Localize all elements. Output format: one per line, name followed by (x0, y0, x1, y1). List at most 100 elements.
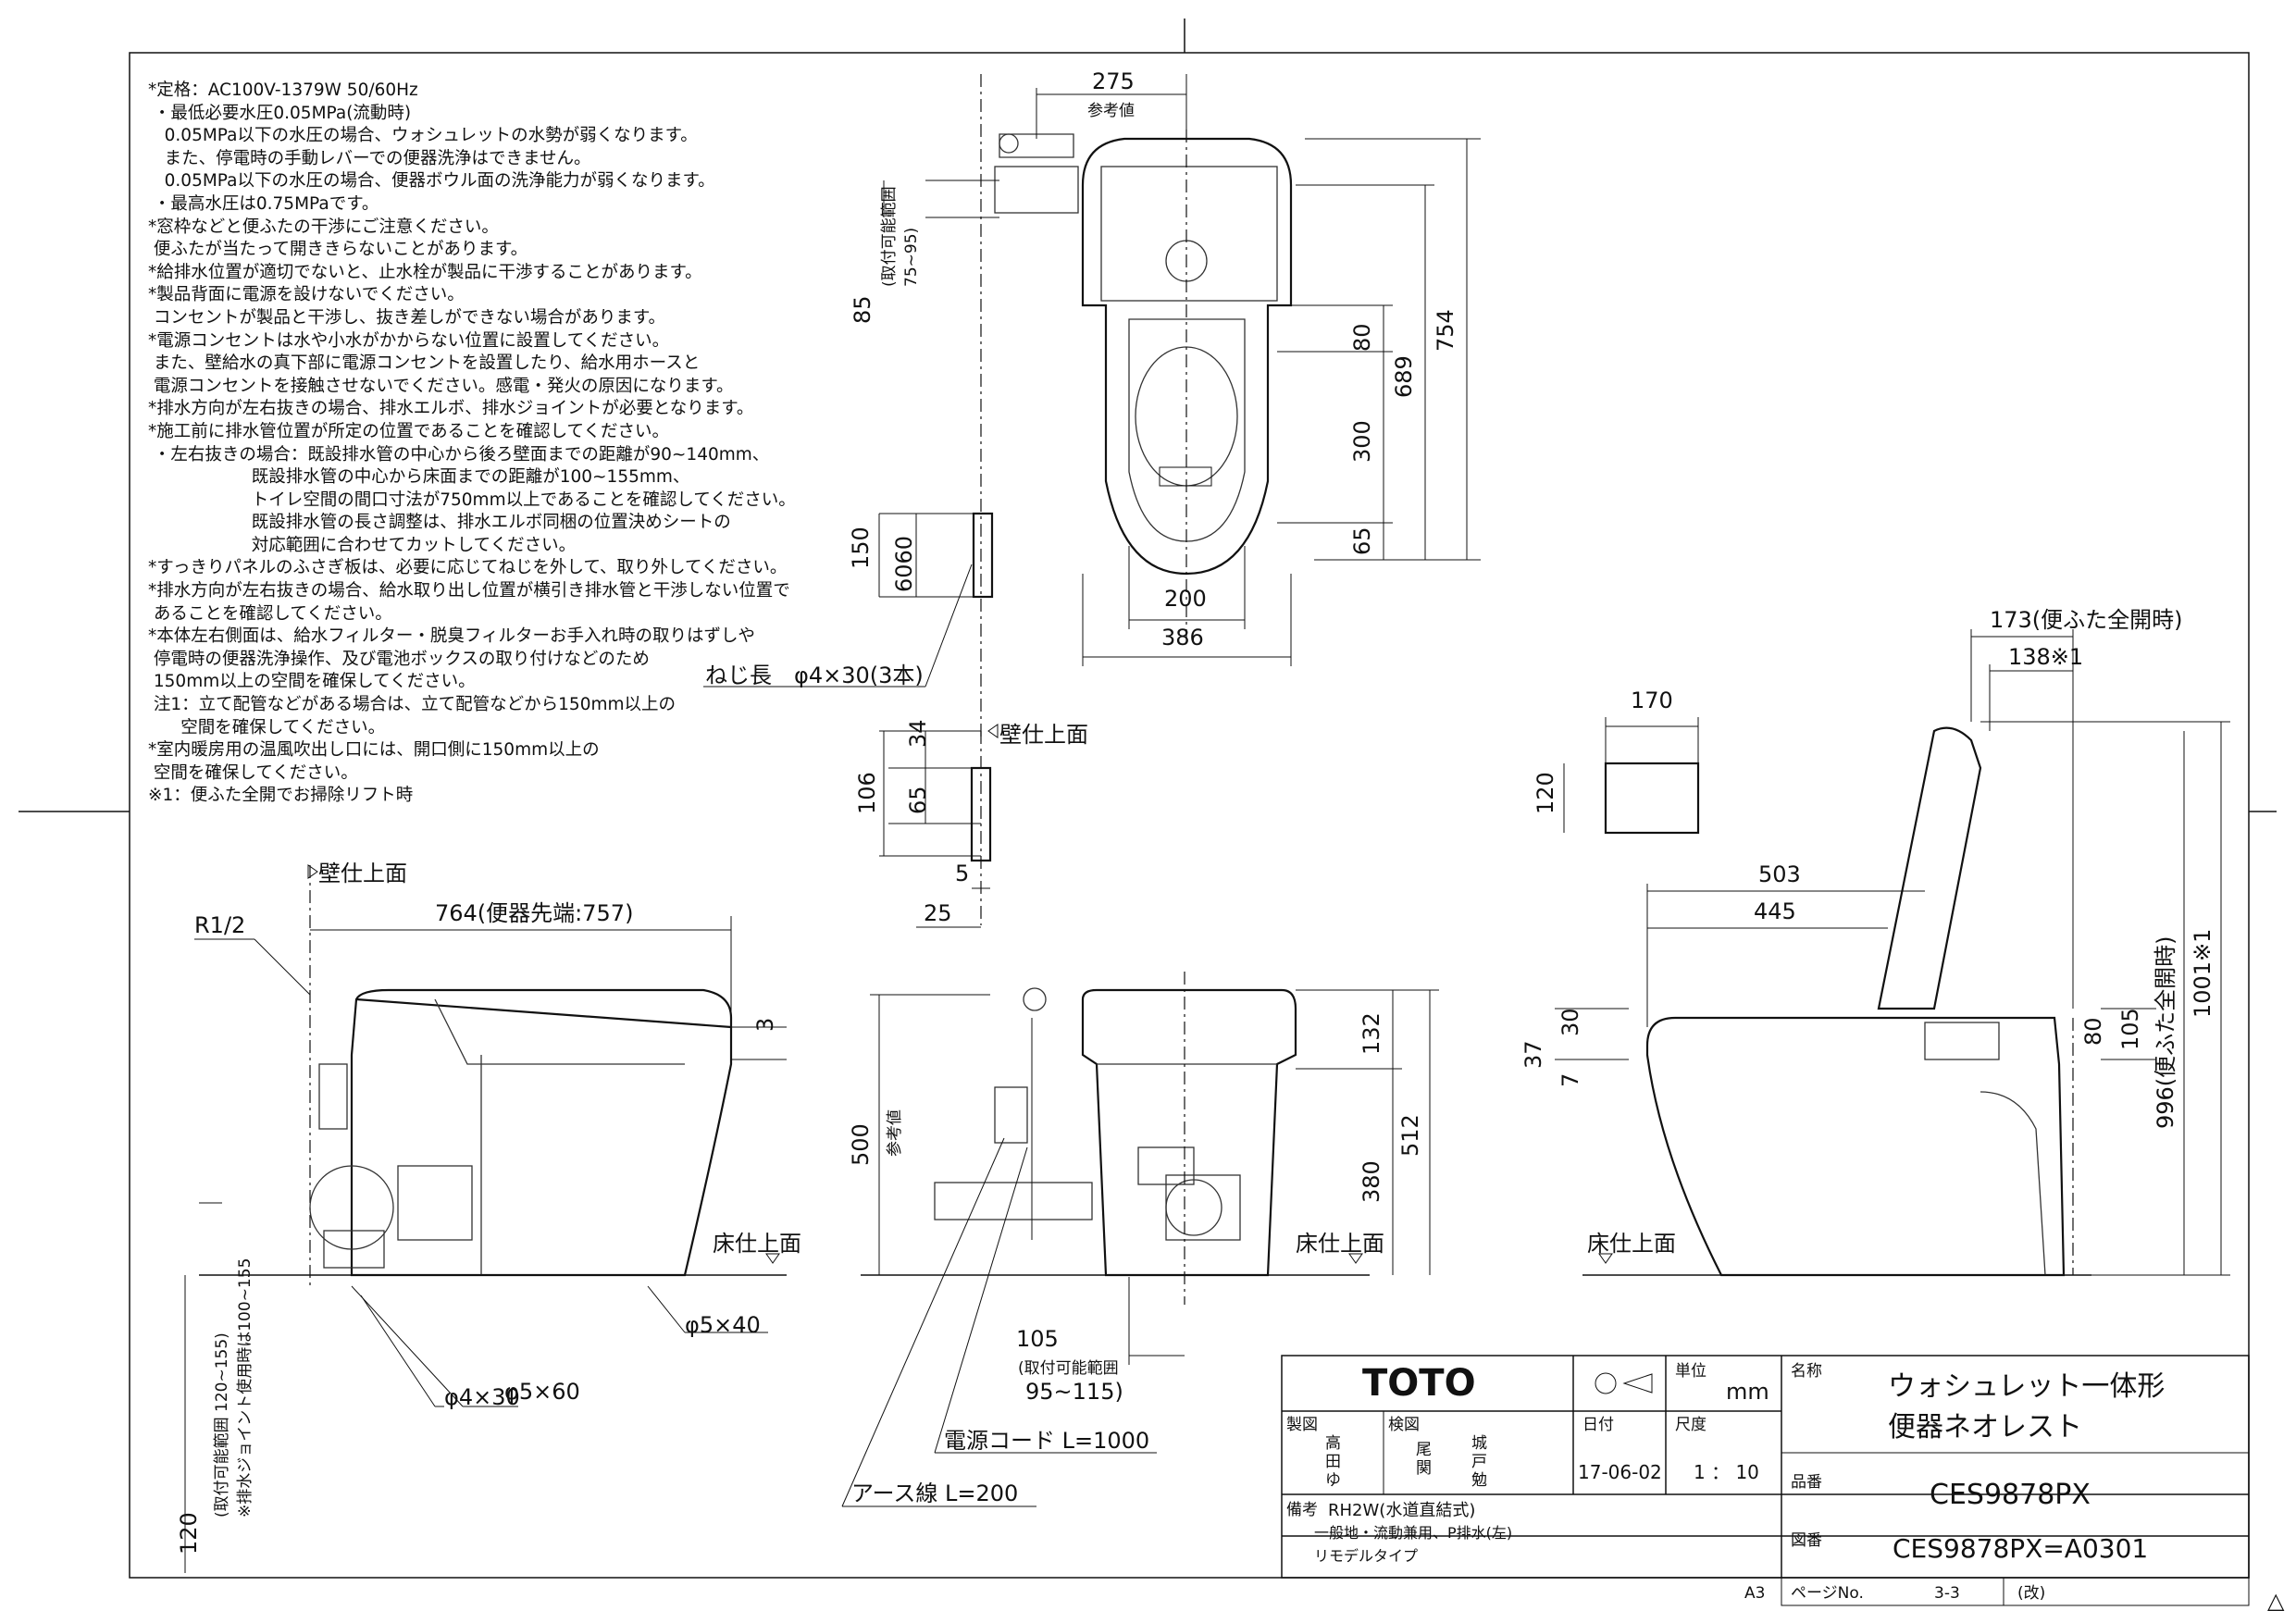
product-name-line1: ウォシュレット一体形 (1888, 1370, 2165, 1403)
dim-503: 503 (1758, 861, 1801, 887)
revision-label: (改) (2017, 1584, 2045, 1603)
dim-range-75-95-b: 75~95) (902, 228, 921, 287)
part-label: 品番 (1791, 1473, 1822, 1492)
floor-finish-label-3: 床仕上面 (1587, 1231, 1676, 1257)
note-line: 0.05MPa以下の水圧の場合、ウォシュレットの水勢が弱くなります。 (148, 126, 698, 146)
dim-5: 5 (955, 861, 969, 886)
note-line: *室内暖房用の温風吹出し口には、開口側に150mm以上の (148, 740, 600, 761)
note-line: 既設排水管の中心から床面までの距離が100~155mm、 (148, 467, 690, 488)
checked-name-3: 城 (1471, 1434, 1487, 1453)
date-label: 日付 (1582, 1416, 1614, 1434)
scale-value: 1 ： 10 (1694, 1461, 1759, 1483)
screw-length: ねじ長 φ4×30(3本) (705, 663, 924, 688)
dim-500: 500 (848, 1123, 874, 1166)
drain-joint-note: ※排水ジョイント使用時は100~155 (235, 1258, 254, 1518)
dim-30: 30 (1558, 1008, 1583, 1036)
dim-689: 689 (1391, 355, 1417, 398)
checked-name-4: 戸 (1471, 1453, 1487, 1471)
note-line: 150mm以上の空間を確保してください。 (148, 672, 476, 692)
dim-range-120: (取付可能範囲 120~155) (213, 1332, 231, 1518)
floor-finish-label-1: 床仕上面 (713, 1231, 801, 1257)
dim-7: 7 (1558, 1073, 1583, 1087)
dim-106: 106 (854, 772, 880, 814)
dim-386: 386 (1161, 625, 1204, 650)
dim-120: 120 (176, 1512, 202, 1555)
dim-34: 34 (905, 719, 931, 748)
remark-3: リモデルタイプ (1314, 1547, 1418, 1565)
note-line: *給排水位置が適切でないと、止水栓が製品に干渉することがあります。 (148, 262, 702, 282)
note-line: ※1：便ふた全開でお掃除リフト時 (148, 786, 414, 806)
note-line: また、停電時の手動レバーでの便器洗浄はできません。 (148, 148, 591, 168)
screw-5x40: φ5×40 (685, 1312, 761, 1338)
screw-5x60: φ5×60 (504, 1379, 580, 1405)
drawn-name-3: ゆ (1325, 1471, 1341, 1490)
note-line: *電源コンセントは水や小水がかからない位置に設置してください。 (148, 330, 670, 351)
dim-996: 996(便ふた全開時) (2153, 935, 2178, 1129)
note-line: *施工前に排水管位置が所定の位置であることを確認してください。 (148, 421, 669, 441)
dim-105: 105 (1016, 1326, 1059, 1352)
remote-control (1604, 762, 1700, 835)
page-number: 3-3 (1934, 1584, 1960, 1603)
earth-wire-label: アース線 L=200 (851, 1481, 1018, 1506)
note-line: あることを確認してください。 (148, 603, 392, 624)
note-line: ・最高水圧は0.75MPaです。 (148, 193, 379, 214)
dim-1001: 1001※1 (2190, 929, 2215, 1018)
checked-name-1: 尾 (1416, 1441, 1432, 1459)
toto-logo: TOTO (1362, 1362, 1476, 1405)
note-line: 空間を確保してください。 (148, 717, 386, 737)
product-name-line2: 便器ネオレスト (1888, 1411, 2082, 1443)
drawing-label: 図番 (1791, 1531, 1822, 1550)
pipe-r12: R1/2 (194, 912, 245, 938)
dim-range-75-95: (取付可能範囲 (880, 186, 899, 287)
note-line: *定格：AC100V-1379W 50/60Hz (148, 81, 418, 100)
dim-120b: 120 (1533, 772, 1558, 814)
dim-85: 85 (850, 295, 875, 324)
dim-138: 138※1 (2008, 644, 2083, 670)
dim-512: 512 (1397, 1114, 1423, 1157)
dim-764: 764(便器先端:757) (435, 900, 633, 926)
note-line: 0.05MPa以下の水圧の場合、便器ボウル面の洗浄能力が弱くなります。 (148, 171, 715, 192)
front-view: 床仕上面 500 参考値 132 512 380 105 (取付可能範囲 95~… (841, 972, 1439, 1507)
dim-65b: 65 (905, 786, 931, 814)
remarks-label: 備考 (1286, 1501, 1318, 1519)
note-line: *本体左右側面は、給水フィルター・脱臭フィルターお手入れ時の取りはずしや (148, 626, 755, 647)
dim-275: 275 (1092, 68, 1135, 94)
dim-445: 445 (1754, 898, 1796, 924)
dim-3: 3 (752, 1018, 778, 1032)
title-block: TOTO 単位 mm 名称 ウォシュレット一体形 便器ネオレスト 製図 高 田 … (1281, 1355, 2250, 1606)
drawing-number: CES9878PX=A0301 (1893, 1533, 2148, 1564)
unit-label: 単位 (1675, 1362, 1706, 1381)
sheet-size: A3 (1744, 1584, 1765, 1603)
note-line: *窓枠などと便ふたの干渉にご注意ください。 (148, 217, 499, 237)
drawn-name-1: 高 (1325, 1434, 1341, 1453)
drawn-name-2: 田 (1325, 1453, 1341, 1471)
dim-range-95-115: (取付可能範囲 (1018, 1359, 1119, 1378)
note-line: 電源コンセントを接触させないでください。感電・発火の原因になります。 (148, 376, 734, 396)
dim-65: 65 (1349, 527, 1375, 555)
note-line: *排水方向が左右抜きの場合、排水エルボ、排水ジョイントが必要となります。 (148, 399, 754, 419)
revision-triangle: △ (2267, 1588, 2285, 1614)
checked-name-2: 関 (1416, 1459, 1432, 1478)
note-line: *排水方向が左右抜きの場合、給水取り出し位置が横引き排水管と干渉しない位置で (148, 581, 790, 601)
bracket-detail: 34 106 65 壁仕上面 5 25 (854, 719, 1088, 928)
dim-ref-vertical: 参考値 (886, 1109, 904, 1157)
specification-notes: *定格：AC100V-1379W 50/60Hz ・最低必要水圧0.05MPa(… (148, 80, 870, 808)
dim-ref-label: 参考値 (1087, 102, 1135, 120)
dim-754: 754 (1433, 309, 1458, 352)
dim-173: 173(便ふた全開時) (1990, 607, 2183, 633)
dim-380: 380 (1359, 1160, 1384, 1203)
dim-132: 132 (1359, 1012, 1384, 1055)
part-number: CES9878PX (1930, 1479, 2091, 1511)
note-line: コンセントが製品と干渉し、抜き差しができない場合があります。 (148, 307, 666, 328)
checked-name-5: 勉 (1471, 1471, 1487, 1490)
note-line: 注1：立て配管などがある場合は、立て配管などから150mm以上の (148, 695, 676, 715)
screw-4x30: φ4×30 (444, 1384, 520, 1410)
note-line: ・最低必要水圧0.05MPa(流動時) (148, 103, 412, 123)
left-side-view: 壁仕上面 764(便器先端:757) R1/2 床仕上面 3 φ5×60 φ5×… (176, 861, 801, 1573)
note-line: 停電時の便器洗浄操作、及び電池ボックスの取り付けなどのため (148, 649, 650, 669)
dim-150: 150 (848, 527, 874, 569)
remark-1: RH2W(水道直結式) (1328, 1501, 1475, 1520)
dim-105b: 105 (2117, 1008, 2143, 1050)
note-line: トイレ空間の間口寸法が750mm以上であることを確認してください。 (148, 489, 796, 510)
